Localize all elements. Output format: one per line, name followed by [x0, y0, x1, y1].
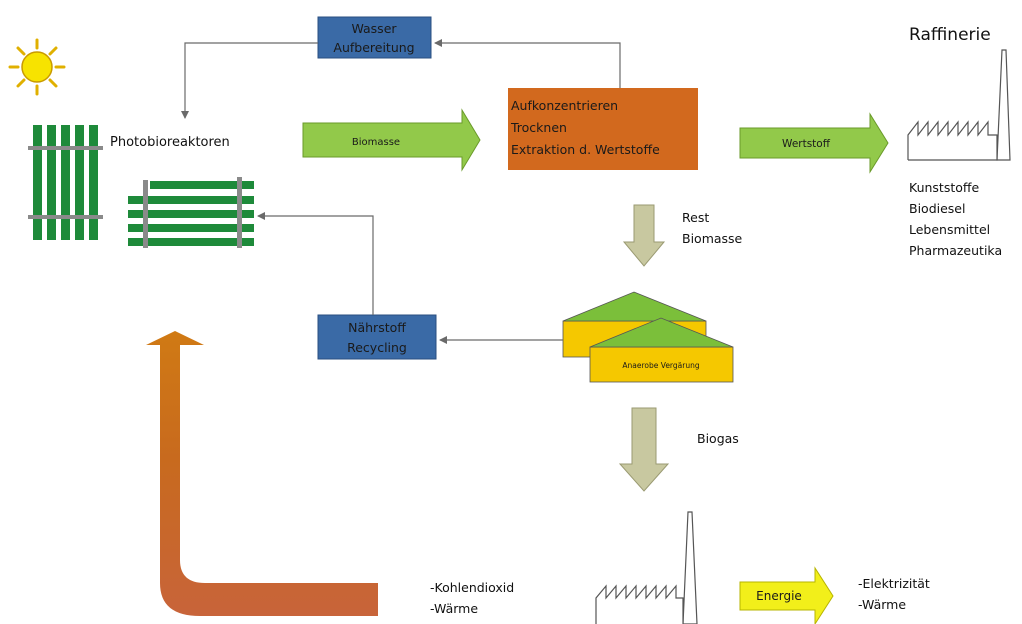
process-line-2: Trocknen: [510, 120, 567, 135]
biomasse-arrow: Biomasse: [302, 108, 481, 172]
wertstoff-label: Wertstoff: [782, 138, 831, 150]
rest-label-line1: Rest: [682, 210, 709, 225]
wasser-label-line2: Aufbereitung: [333, 40, 414, 55]
reactor-vertical-icon: [28, 125, 103, 240]
connector-wasser-to-reactors: [181, 42, 318, 119]
rest-biomasse-arrow: [622, 204, 666, 267]
power-plant-factory-icon: [595, 511, 698, 624]
anaerobe-label: Anaerobe Vergärung: [622, 361, 699, 370]
raffinerie-title: Raffinerie: [909, 25, 991, 45]
naehrstoff-recycling-box: Nährstoff Recycling: [317, 314, 437, 360]
waerme-output-label: -Wärme: [858, 597, 906, 612]
processing-box: Aufkonzentrieren Trocknen Extraktion d. …: [508, 88, 698, 170]
co2-waerme-label: -Wärme: [430, 601, 478, 616]
reactor-horizontal-icon: [128, 177, 254, 248]
rest-label-line2: Biomasse: [682, 231, 743, 246]
biogas-label: Biogas: [697, 431, 739, 446]
sun-icon: [8, 38, 66, 96]
co2-return-arrow: [146, 331, 378, 616]
connector-naehrstoff-to-reactors: [257, 212, 374, 315]
naehrstoff-label-line1: Nährstoff: [348, 320, 406, 335]
wasser-aufbereitung-box: Wasser Aufbereitung: [317, 16, 432, 59]
energie-label: Energie: [756, 589, 802, 603]
refinery-factory-icon: [907, 49, 1011, 161]
process-line-1: Aufkonzentrieren: [511, 98, 618, 113]
connector-process-to-wasser: [434, 39, 621, 92]
product-item: Kunststoffe: [909, 180, 980, 195]
product-item: Biodiesel: [909, 201, 965, 216]
energie-arrow: Energie: [739, 566, 834, 624]
kohlendioxid-label: -Kohlendioxid: [430, 580, 514, 595]
biomasse-label: Biomasse: [352, 137, 400, 148]
elektrizitaet-label: -Elektrizität: [858, 576, 930, 591]
products-list: Kunststoffe Biodiesel Lebensmittel Pharm…: [909, 180, 1002, 258]
wertstoff-arrow: Wertstoff: [739, 112, 889, 174]
wasser-label-line1: Wasser: [351, 21, 397, 36]
biogas-arrow: [618, 407, 670, 492]
digester-icon: Anaerobe Vergärung: [562, 291, 734, 383]
product-item: Lebensmittel: [909, 222, 990, 237]
naehrstoff-label-line2: Recycling: [347, 340, 407, 355]
product-item: Pharmazeutika: [909, 243, 1002, 258]
process-line-3: Extraktion d. Wertstoffe: [511, 142, 660, 157]
photobioreaktoren-label: Photobioreaktoren: [110, 135, 230, 150]
